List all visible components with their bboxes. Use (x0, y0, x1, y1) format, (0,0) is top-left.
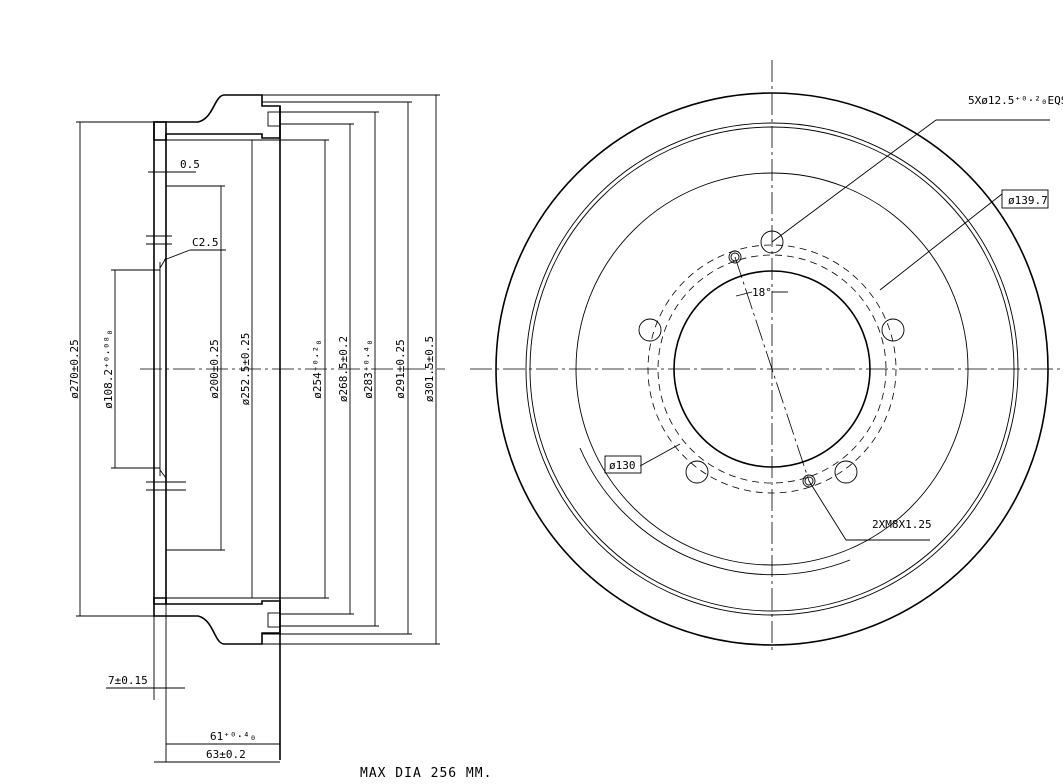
lower-groove (267, 612, 281, 628)
leader-threads (808, 480, 847, 541)
pilot-bore-circle (673, 270, 871, 468)
pilot-bore (159, 257, 167, 479)
outer-rim-circle (495, 92, 1049, 646)
rim-circle-2 (525, 122, 1019, 616)
label-depth-total: 63±0.2 (206, 748, 246, 761)
dim-200: ø200±0.25 (208, 339, 221, 399)
label-bolt-holes: 5Xø12.5⁺⁰·²₀EQS (968, 94, 1063, 107)
upper-rim-section (153, 94, 281, 141)
section-view: ø270±0.25 ø108.2⁺⁰·⁰⁸₀ ø200±0.25 ø252.5±… (68, 94, 445, 763)
thread-hole (802, 474, 816, 488)
dim-283: ø283⁺⁰·⁴₀ (362, 339, 375, 399)
dim-254: ø254⁺⁰·²₀ (311, 339, 324, 399)
leader-pcd (879, 193, 1003, 291)
bolt-holes (638, 230, 905, 488)
rim-circle-3 (529, 126, 1015, 612)
thread-hole (728, 250, 742, 264)
thread-hole-inner (804, 476, 814, 486)
pcd-circle (647, 244, 897, 494)
pilot-circle-2 (657, 254, 887, 484)
diameter-dimensions (76, 94, 440, 645)
bolt-hole (834, 460, 858, 484)
lower-rim-section (153, 597, 281, 645)
leader-pilot (639, 443, 681, 467)
leader-c25 (163, 249, 191, 261)
label-pcd: ø139.7 (1008, 194, 1048, 207)
partial-arc (579, 447, 851, 576)
label-depth-inner: 61⁺⁰·⁴₀ (210, 730, 256, 743)
label-pilot: ø130 (609, 459, 636, 472)
upper-groove (267, 111, 281, 127)
angle-arrow-l (735, 291, 753, 297)
pcd-box (1001, 189, 1049, 209)
label-threads: 2XM8X1.25 (872, 518, 932, 531)
dim-108: ø108.2⁺⁰·⁰⁸₀ (102, 329, 115, 408)
drum-surface-circle (575, 172, 969, 566)
pilot-box (604, 455, 642, 474)
label-angle: 18° (752, 286, 772, 299)
thread-hole-inner (730, 252, 740, 262)
bolt-hole (881, 318, 905, 342)
front-view: 18° 5Xø12.5⁺⁰·²₀EQS ø139.7 ø130 2XM8X1.2… (470, 60, 1063, 650)
dim-2525: ø252.5±0.25 (239, 333, 252, 406)
bolt-hole (760, 230, 784, 254)
dim-291: ø291±0.25 (394, 339, 407, 399)
label-flange-thickness: 7±0.15 (108, 674, 148, 687)
bolt-hole (685, 460, 709, 484)
bolt-hole (638, 318, 662, 342)
dim-270: ø270±0.25 (68, 339, 81, 399)
dim-2685: ø268.5±0.2 (337, 336, 350, 402)
angle-centerline (734, 256, 810, 482)
leader-bolt-holes (771, 119, 937, 243)
label-chamfer-small: 0.5 (180, 158, 200, 171)
label-chamfer: C2.5 (192, 236, 219, 249)
note-max-dia: MAX DIA 256 MM. (360, 766, 492, 781)
dim-3015: ø301.5±0.5 (423, 336, 436, 402)
